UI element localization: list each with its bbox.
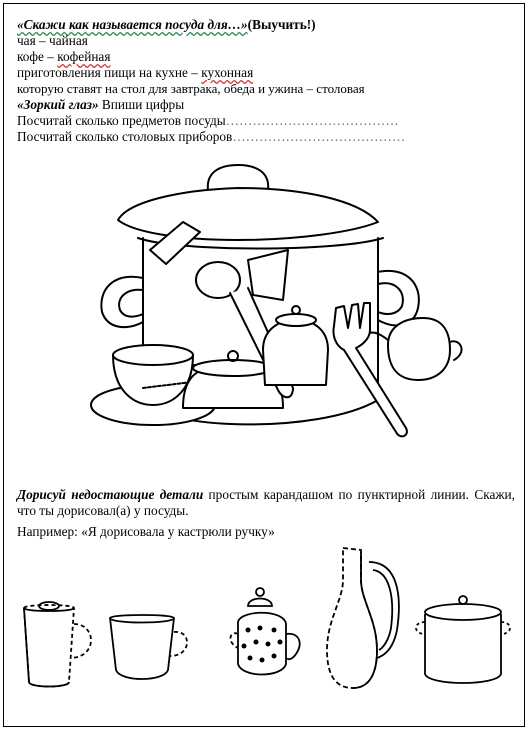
section3-title-italic: Дорисуй недостающие детали: [17, 487, 204, 502]
section2-title: «Зоркий глаз» Впиши цифры: [17, 97, 184, 113]
line-answer: столовая: [316, 81, 365, 96]
line-item: приготовления пищи на кухне: [17, 65, 188, 80]
dash: –: [303, 81, 317, 96]
section1-title-bold: (Выучить!): [247, 17, 316, 32]
line-answer: кухонная: [201, 65, 254, 80]
section3-title-rest: простым карандашом по пунктирной линии. …: [17, 487, 515, 518]
count-cutlery-label: Посчитай сколько столовых приборов: [17, 129, 233, 144]
section1-title-italic: «Скажи как называется посуда для…»: [17, 17, 248, 32]
answer-dots[interactable]: …………………………………: [232, 129, 406, 144]
example-text: Например: «Я дорисовала у кастрюли ручку…: [17, 524, 275, 539]
line-item: которую ставят на стол для завтрака, обе…: [17, 81, 304, 96]
jug-icon: [325, 540, 405, 700]
section2-title-italic: «Зоркий глаз»: [17, 97, 99, 112]
count-dishes-line: Посчитай сколько предметов посуды……………………: [17, 113, 399, 129]
line-answer: чайная: [49, 33, 88, 48]
line-kitchen: приготовления пищи на кухне – кухонная: [17, 65, 253, 81]
section3-instruction: Дорисуй недостающие детали простым каран…: [17, 487, 515, 519]
count-cutlery-line: Посчитай сколько столовых приборов…………………: [17, 129, 405, 145]
teapot-icon: [230, 584, 310, 684]
section3-example: Например: «Я дорисовала у кастрюли ручку…: [17, 524, 275, 540]
saucepan-icon: [415, 592, 515, 692]
teacup-icon: [104, 612, 194, 692]
line-item: чая: [17, 33, 36, 48]
line-item: кофе: [17, 49, 44, 64]
line-answer: кофейная: [57, 49, 111, 64]
answer-dots[interactable]: …………………………………: [225, 113, 399, 128]
pot-with-dishes-illustration: [88, 160, 448, 460]
section2-title-rest: Впиши цифры: [98, 97, 185, 112]
section1-title: «Скажи как называется посуда для…»(Выучи…: [17, 17, 316, 33]
count-dishes-label: Посчитай сколько предметов посуды: [17, 113, 226, 128]
line-table: которую ставят на стол для завтрака, обе…: [17, 81, 365, 97]
dash: –: [43, 49, 58, 64]
line-coffee: кофе – кофейная: [17, 49, 110, 65]
dash: –: [35, 33, 50, 48]
mug-icon: [14, 594, 104, 694]
dash: –: [187, 65, 202, 80]
line-tea: чая – чайная: [17, 33, 88, 49]
page-frame: [3, 3, 525, 727]
